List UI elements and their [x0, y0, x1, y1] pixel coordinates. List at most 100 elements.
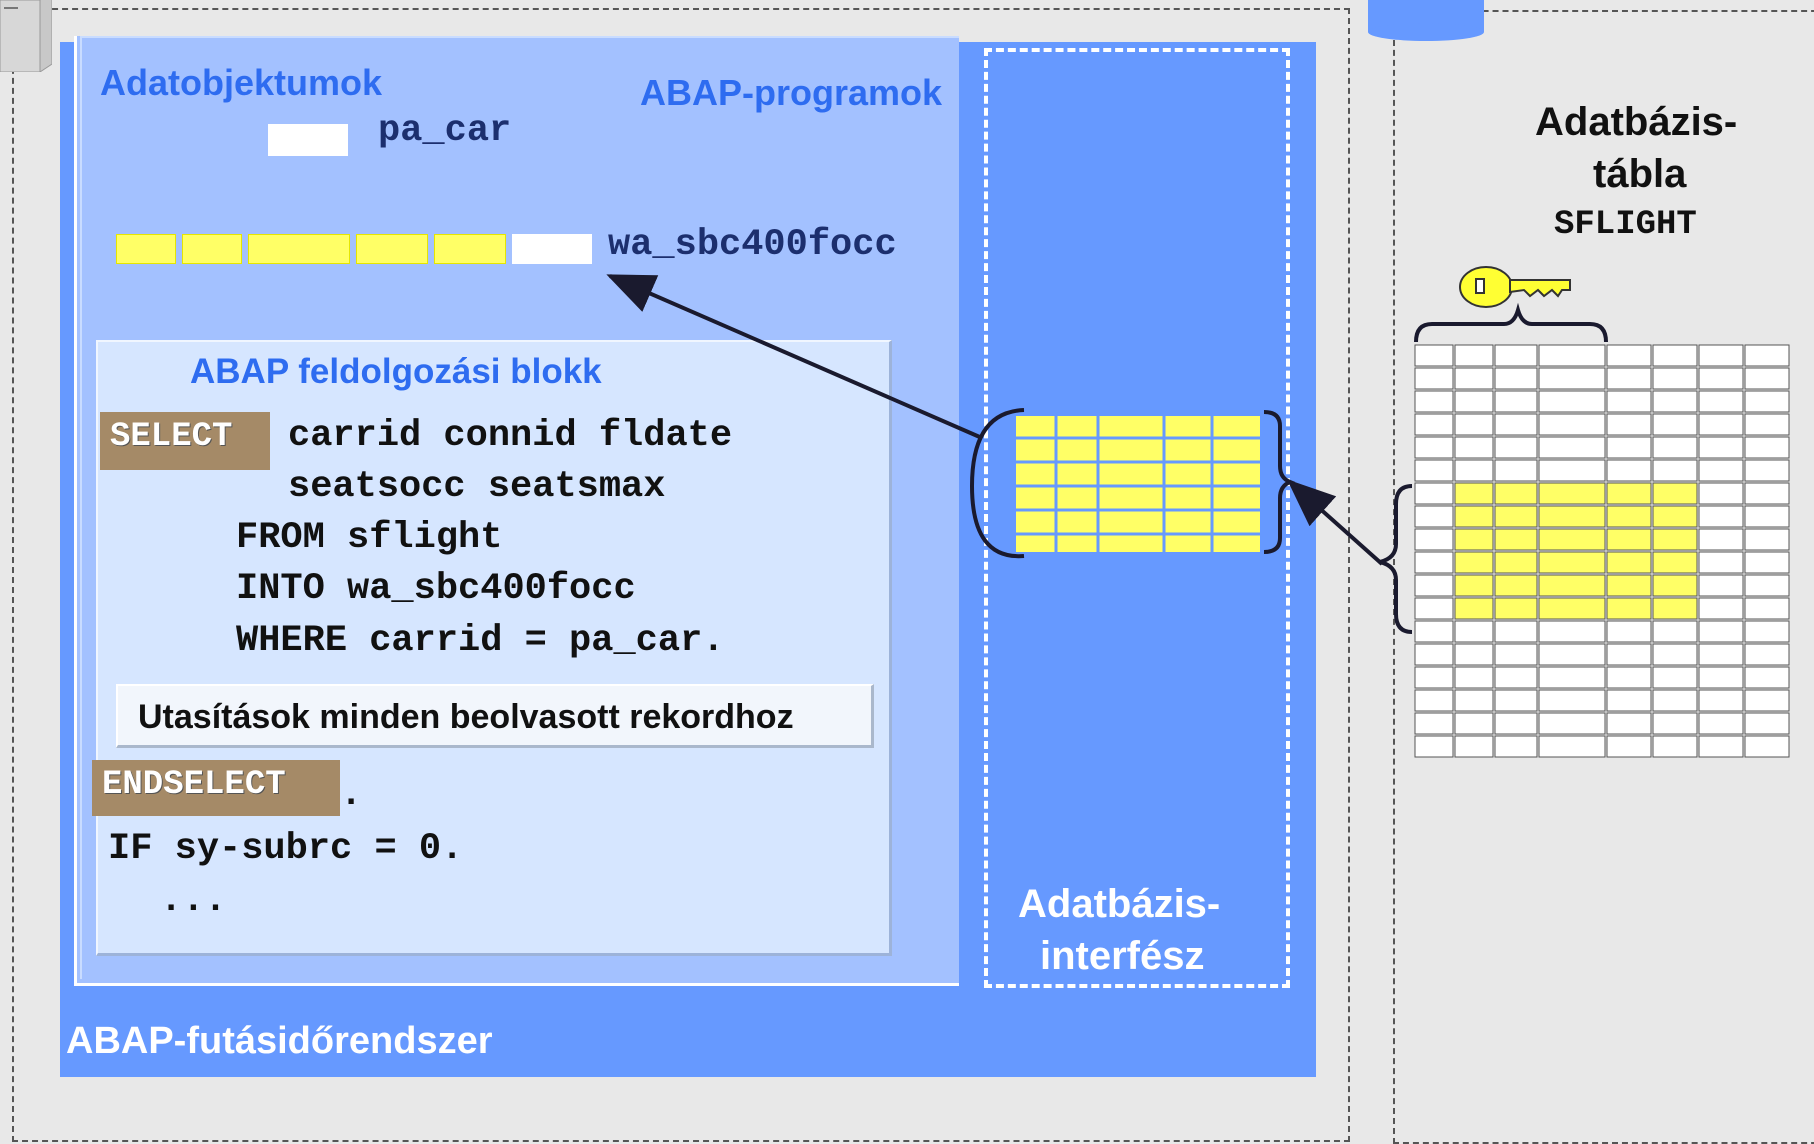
db-table-cell	[1652, 712, 1698, 735]
statements-text: Utasítások minden beolvasott rekordhoz	[138, 698, 794, 736]
db-table-cell	[1414, 344, 1454, 367]
db-table-cell-selected	[1454, 597, 1494, 620]
db-table-cell-selected	[1538, 505, 1606, 528]
db-table-cell	[1698, 735, 1744, 758]
db-table-cell-selected	[1606, 574, 1652, 597]
server-icon	[0, 0, 53, 73]
db-table-cell	[1494, 344, 1538, 367]
db-table-cell	[1606, 344, 1652, 367]
db-table-cell	[1414, 620, 1454, 643]
db-table-cell	[1454, 666, 1494, 689]
db-table-cell	[1698, 413, 1744, 436]
db-table-cell	[1744, 712, 1790, 735]
db-table-cell	[1538, 344, 1606, 367]
pa-car-label: pa_car	[378, 110, 512, 152]
db-table-cell	[1414, 436, 1454, 459]
db-table-cell	[1494, 413, 1538, 436]
db-table-cell-selected	[1494, 528, 1538, 551]
db-table-cell	[1494, 735, 1538, 758]
db-table-cell	[1698, 482, 1744, 505]
db-table-cell	[1606, 413, 1652, 436]
db-table-cell	[1652, 620, 1698, 643]
db-table-cell-selected	[1606, 505, 1652, 528]
db-table-cell	[1698, 689, 1744, 712]
wa-cell	[116, 234, 176, 264]
db-table-cell	[1494, 666, 1538, 689]
db-table-cell	[1414, 689, 1454, 712]
db-table-cell	[1414, 735, 1454, 758]
database-icon	[1368, 0, 1484, 42]
abap-programs-label: ABAP-programok	[640, 72, 943, 113]
db-table-cell	[1538, 413, 1606, 436]
db-table-cell	[1494, 390, 1538, 413]
wa-cell	[356, 234, 428, 264]
wa-cell	[512, 234, 592, 264]
wa-label: wa_sbc400focc	[608, 224, 897, 266]
code-line-5: WHERE carrid = pa_car.	[236, 620, 725, 662]
db-table-cell	[1414, 367, 1454, 390]
endselect-dot: .	[340, 774, 363, 816]
db-table-cell	[1494, 689, 1538, 712]
db-table-cell-selected	[1652, 574, 1698, 597]
code-line-7: ...	[160, 880, 227, 922]
db-table-cell	[1652, 413, 1698, 436]
runtime-label: ABAP-futásidőrendszer	[66, 1020, 493, 1062]
db-table-cell	[1606, 735, 1652, 758]
db-table-cell-selected	[1606, 597, 1652, 620]
db-table-cell	[1652, 436, 1698, 459]
db-table-cell-selected	[1538, 482, 1606, 505]
db-table-cell	[1454, 735, 1494, 758]
db-table-cell	[1454, 436, 1494, 459]
db-table-cell-selected	[1538, 551, 1606, 574]
db-table-cell	[1698, 528, 1744, 551]
wa-cell	[434, 234, 506, 264]
wa-cell	[248, 234, 350, 264]
db-table-cell	[1698, 551, 1744, 574]
db-table-cell	[1454, 643, 1494, 666]
db-table-cell	[1494, 436, 1538, 459]
db-table-cell	[1606, 689, 1652, 712]
db-table-cell	[1744, 344, 1790, 367]
db-table-cell	[1454, 620, 1494, 643]
db-table-cell	[1606, 459, 1652, 482]
db-table-cell	[1414, 666, 1454, 689]
db-table-cell	[1698, 390, 1744, 413]
db-table-cell	[1414, 597, 1454, 620]
db-table-cell	[1652, 390, 1698, 413]
db-table-cell	[1494, 367, 1538, 390]
db-table-cell	[1606, 643, 1652, 666]
db-table-cell	[1606, 436, 1652, 459]
db-table-cell-selected	[1494, 505, 1538, 528]
db-table-cell-selected	[1494, 574, 1538, 597]
interface-buffer	[1016, 416, 1260, 552]
key-icon	[1458, 262, 1574, 312]
db-table-cell	[1538, 459, 1606, 482]
db-table-cell	[1652, 689, 1698, 712]
db-table-cell	[1606, 620, 1652, 643]
wa-cell	[182, 234, 242, 264]
db-table-cell	[1494, 712, 1538, 735]
db-table-cell	[1744, 413, 1790, 436]
db-table-cell	[1454, 689, 1494, 712]
db-table-cell	[1698, 666, 1744, 689]
db-table-cell	[1652, 344, 1698, 367]
db-table-cell	[1606, 712, 1652, 735]
db-table-cell-selected	[1538, 597, 1606, 620]
endselect-keyword: ENDSELECT	[92, 760, 340, 816]
db-table-cell	[1698, 620, 1744, 643]
db-table-cell	[1606, 390, 1652, 413]
db-table-cell	[1606, 666, 1652, 689]
db-table-cell-selected	[1652, 528, 1698, 551]
db-table-cell	[1698, 459, 1744, 482]
db-table-cell-selected	[1494, 551, 1538, 574]
processing-block-title: ABAP feldolgozási blokk	[190, 352, 602, 391]
db-table-cell-selected	[1538, 574, 1606, 597]
db-table-cell	[1606, 367, 1652, 390]
db-table-cell	[1698, 436, 1744, 459]
db-table-cell	[1414, 574, 1454, 597]
db-table-cell-selected	[1454, 505, 1494, 528]
db-table-cell	[1744, 459, 1790, 482]
wa-structure	[116, 234, 592, 266]
db-table-cell	[1494, 459, 1538, 482]
db-table-cell-selected	[1652, 551, 1698, 574]
